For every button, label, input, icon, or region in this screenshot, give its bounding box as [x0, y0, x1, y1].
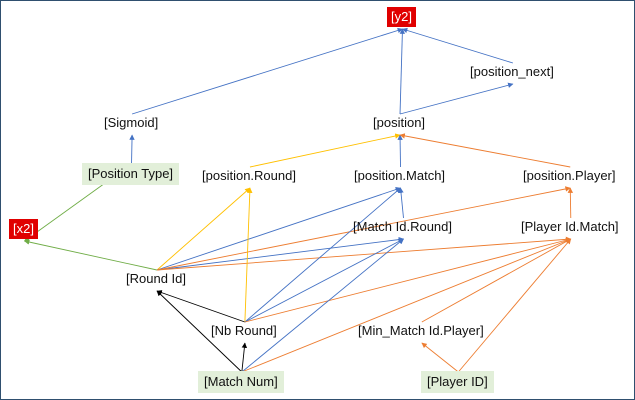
edge-round_id-to-position_match — [156, 186, 402, 271]
edge-round_id-to-match_id_round — [156, 236, 405, 271]
edge-position-to-y2 — [399, 28, 406, 115]
edge-position_match-to-position — [397, 134, 403, 168]
edge-player_id-to-player_id_match — [458, 238, 572, 373]
edge-position-to-position_next — [399, 82, 514, 115]
node-position-type: [Position Type] — [82, 163, 180, 185]
node-sigmoid: [Sigmoid] — [104, 115, 159, 130]
node-position-round: [position.Round] — [202, 168, 296, 183]
edge-match_num-to-nb_round — [241, 342, 248, 373]
edge-position_round-to-position — [249, 133, 401, 168]
edge-round_id-to-position_player — [156, 186, 571, 271]
edge-match_id_round-to-position_match — [398, 187, 404, 219]
edge-nb_round-to-position_match — [244, 187, 401, 323]
edge-position_type-to-sigmoid — [129, 134, 135, 165]
edge-nb_round-to-player_id_match — [244, 237, 572, 323]
edge-nb_round-to-position_round — [244, 187, 253, 323]
node-match-num: [Match Num] — [198, 371, 284, 393]
node-y2: [y2] — [387, 7, 416, 27]
edge-round_id-to-x2 — [23, 239, 158, 271]
edge-match_num-to-round_id — [156, 290, 243, 373]
edge-match_num-to-player_id_match — [241, 238, 572, 373]
node-player-id-match: [Player Id.Match] — [521, 219, 619, 234]
edge-nb_round-to-round_id — [156, 290, 246, 323]
edge-round_id-to-position_round — [156, 187, 251, 271]
node-position-next: [position_next] — [470, 64, 554, 79]
node-nb-round: [Nb Round] — [211, 323, 277, 338]
edge-match_num-to-match_id_round — [241, 238, 404, 373]
node-position-player: [position.Player] — [523, 168, 616, 183]
edge-min_match_id_player-to-player_id_match — [421, 238, 572, 323]
node-match-id-round: [Match Id.Round] — [353, 219, 452, 234]
node-min-match-id-player: [Min_Match Id.Player] — [358, 323, 484, 338]
node-position: [position] — [373, 115, 426, 130]
node-player-id: [Player ID] — [421, 371, 494, 393]
node-x2: [x2] — [9, 219, 38, 239]
edge-nb_round-to-match_id_round — [244, 238, 404, 323]
node-round-id: [Round Id] — [126, 271, 186, 286]
edge-position_player-to-position — [399, 133, 571, 168]
node-position-match: [position.Match] — [354, 168, 446, 183]
edge-player_id_match-to-position_player — [567, 187, 574, 219]
edge-round_id-to-player_id_match — [156, 236, 572, 271]
edge-position_next-to-y2 — [401, 27, 514, 64]
edge-player_id-to-min_match_id_player — [421, 342, 459, 373]
edge-sigmoid-to-y2 — [131, 27, 403, 115]
